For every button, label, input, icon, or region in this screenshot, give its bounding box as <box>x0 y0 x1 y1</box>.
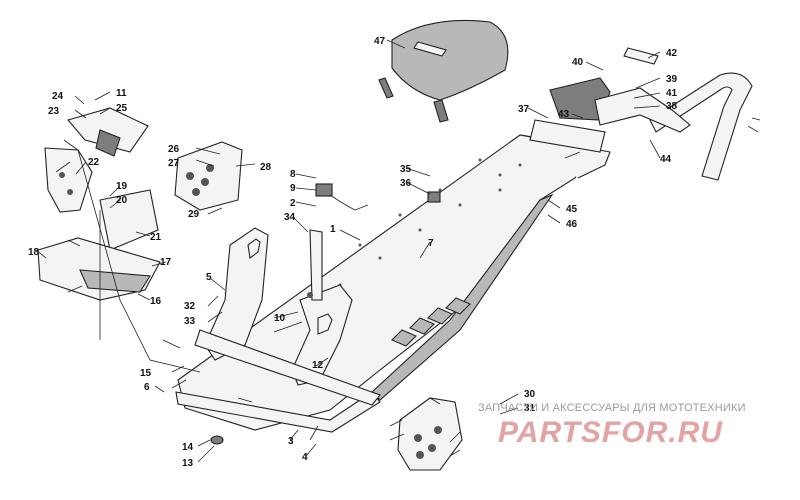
callout-11: 11 <box>116 88 127 99</box>
rear-bumper <box>649 72 753 181</box>
mid-footrest-bracket <box>174 141 243 211</box>
callout-3: 3 <box>288 436 294 447</box>
callout-33: 33 <box>184 316 196 327</box>
callout-44: 44 <box>660 154 672 165</box>
drain-plug <box>210 435 224 445</box>
callout-35: 35 <box>400 164 412 175</box>
lower-footrest-bracket <box>397 397 463 471</box>
callout-6: 6 <box>144 382 150 393</box>
callout-39: 39 <box>666 74 678 85</box>
callout-46: 46 <box>566 219 578 230</box>
callout-28: 28 <box>260 162 272 173</box>
callout-14: 14 <box>182 442 194 453</box>
callout-26: 26 <box>168 144 180 155</box>
chassis-tunnel <box>175 134 611 433</box>
callout-41: 41 <box>666 88 678 99</box>
callout-19: 19 <box>116 181 128 192</box>
callout-30: 30 <box>524 389 536 400</box>
callout-2: 2 <box>290 198 296 209</box>
callout-13: 13 <box>182 458 194 469</box>
callout-21: 21 <box>150 232 162 243</box>
callout-7: 7 <box>428 238 434 249</box>
callout-12: 12 <box>312 360 324 371</box>
callout-47: 47 <box>374 36 386 47</box>
left-step-plate <box>37 237 161 301</box>
callout-24: 24 <box>52 91 64 102</box>
taillight-assembly <box>529 47 691 153</box>
callout-34: 34 <box>284 212 296 223</box>
front-frame-upright <box>194 227 381 406</box>
callout-38: 38 <box>666 101 678 112</box>
watermark: ЗАПЧАСТИ И АКСЕССУАРЫ ДЛЯ МОТОТЕХНИКИ PA… <box>478 402 798 462</box>
callout-37: 37 <box>518 104 530 115</box>
callout-45: 45 <box>566 204 578 215</box>
callout-15: 15 <box>140 368 152 379</box>
upper-left-bracket <box>67 107 149 157</box>
callout-1: 1 <box>330 224 336 235</box>
seat <box>378 19 509 123</box>
watermark-tagline: ЗАПЧАСТИ И АКСЕССУАРЫ ДЛЯ МОТОТЕХНИКИ <box>478 402 746 414</box>
left-mount-plate <box>44 147 159 251</box>
callout-29: 29 <box>188 209 200 220</box>
callout-4: 4 <box>302 452 308 463</box>
callout-5: 5 <box>206 272 212 283</box>
callout-10: 10 <box>274 313 286 324</box>
callout-42: 42 <box>666 48 678 59</box>
callout-labels: 1 2 3 4 5 6 7 8 9 10 11 12 13 14 15 16 1… <box>28 36 678 469</box>
callout-8: 8 <box>290 169 296 180</box>
callout-23: 23 <box>48 106 60 117</box>
watermark-brand: PARTSFOR.RU <box>498 416 723 449</box>
callout-43: 43 <box>558 109 570 120</box>
leader-lines <box>35 39 761 463</box>
callout-16: 16 <box>150 296 162 307</box>
wiring-harness <box>307 183 441 301</box>
callout-9: 9 <box>290 183 296 194</box>
callout-27: 27 <box>168 158 180 169</box>
callout-18: 18 <box>28 247 40 258</box>
callout-20: 20 <box>116 195 128 206</box>
callout-36: 36 <box>400 178 412 189</box>
callout-40: 40 <box>572 57 584 68</box>
callout-25: 25 <box>116 103 128 114</box>
callout-22: 22 <box>88 157 100 168</box>
callout-32: 32 <box>184 301 196 312</box>
callout-17: 17 <box>160 257 172 268</box>
callout-31: 31 <box>524 403 536 414</box>
